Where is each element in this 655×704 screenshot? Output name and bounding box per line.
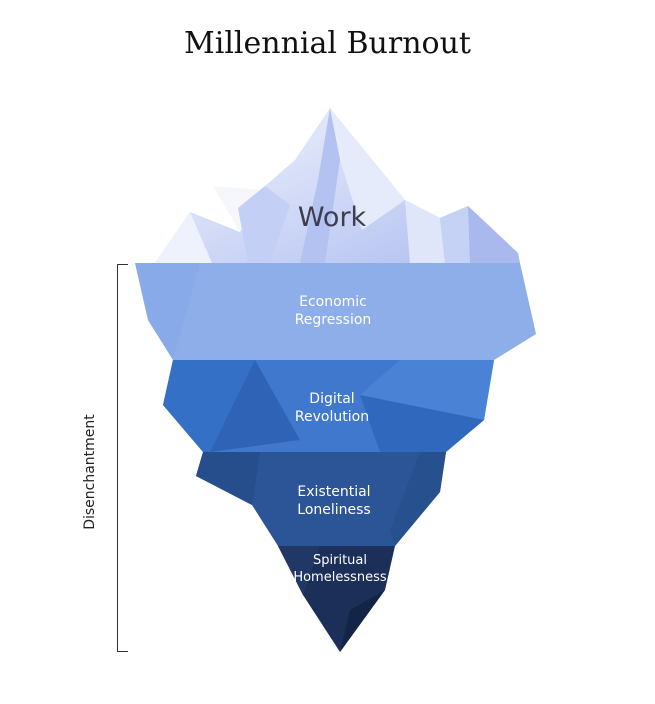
- layer-label-digital-revolution: Digital Revolution: [294, 391, 370, 426]
- layer-label-existential-loneliness: Existential Loneliness: [297, 484, 371, 519]
- iceberg-tip: [155, 108, 520, 263]
- layer-existential-loneliness: [196, 452, 446, 546]
- layer-spiritual-homelessness: [278, 546, 395, 652]
- layer-digital-revolution: [163, 360, 494, 452]
- layer-label-economic-regression: Economic Regression: [294, 294, 372, 329]
- diagram-title: Millennial Burnout: [184, 26, 471, 61]
- disenchantment-bracket: [117, 264, 128, 652]
- tip-label: Work: [297, 202, 367, 233]
- bracket-label: Disenchantment: [82, 414, 98, 530]
- layer-economic-regression: [135, 263, 536, 360]
- layer-label-spiritual-homelessness: Spiritual Homelessness: [293, 553, 387, 585]
